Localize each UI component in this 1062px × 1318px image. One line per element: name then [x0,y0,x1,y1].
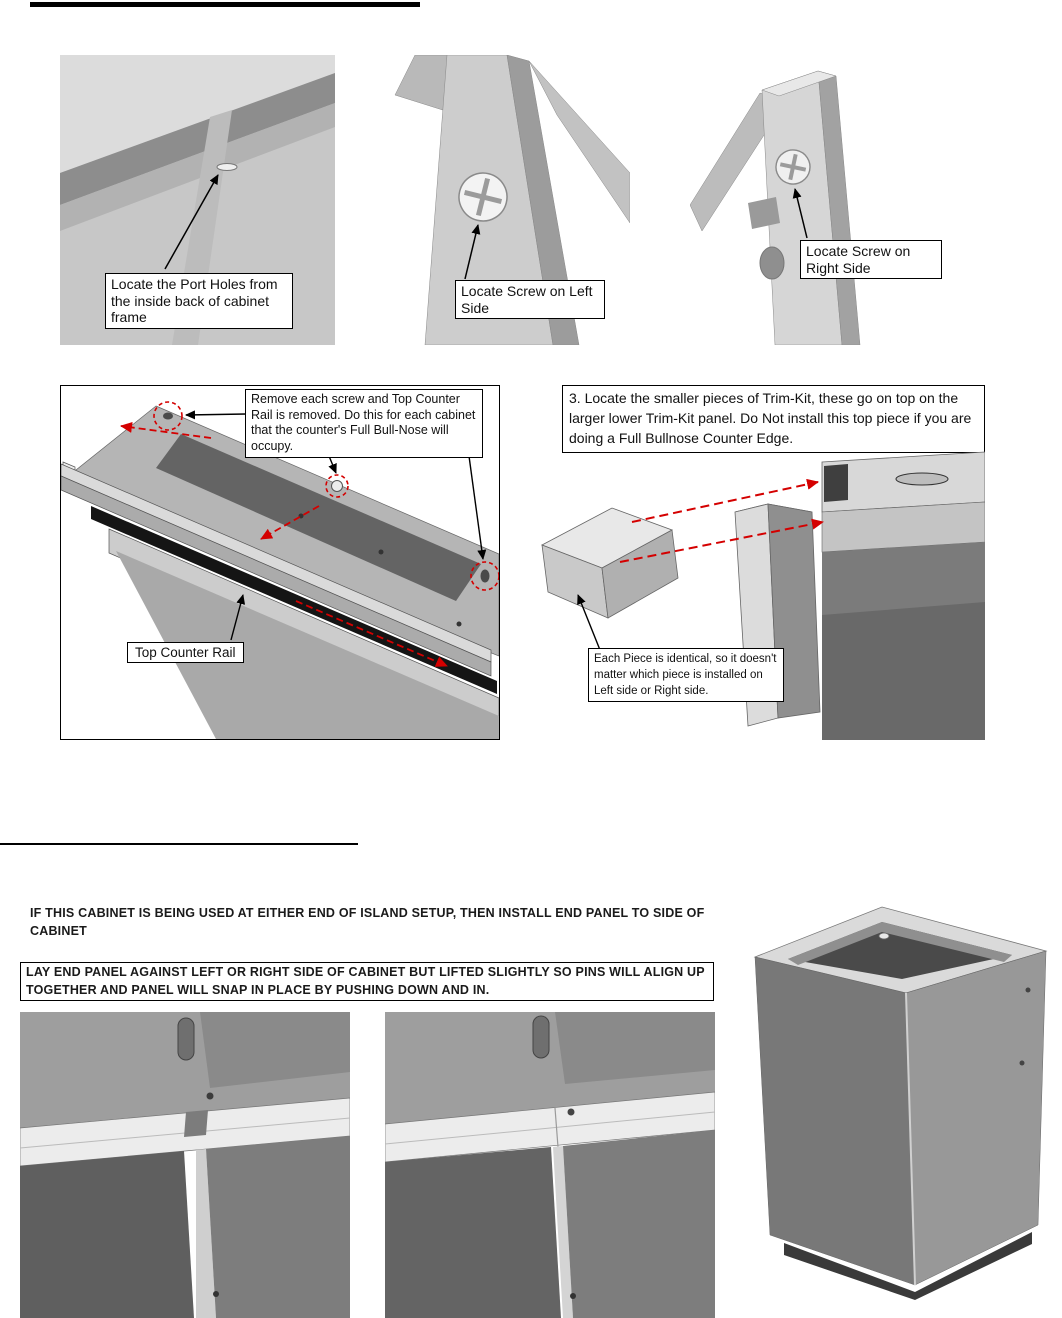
callout-port-holes-text: Locate the Port Holes from the inside ba… [111,276,278,326]
end-panel-intro-text: IF THIS CABINET IS BEING USED AT EITHER … [30,905,710,940]
figure-end-panel-step1 [20,1012,350,1318]
trim-piece-shape [541,507,679,619]
callout-identical-pieces: Each Piece is identical, so it doesn't m… [588,648,784,703]
top-rail-band-shape [20,1097,350,1167]
pointer-arrow [792,188,808,239]
end-panel-instruction-box: LAY END PANEL AGAINST LEFT OR RIGHT SIDE… [20,962,714,1001]
callout-screw-left-text: Locate Screw on Left Side [461,283,593,316]
screw-hole [480,569,490,583]
screw-head [458,172,508,222]
pointer-arrow [577,594,601,651]
figure-port-holes: Locate the Port Holes from the inside ba… [60,55,335,345]
callout-remove-screws: Remove each screw and Top Counter Rail i… [245,389,483,458]
cabinet-overview-illustration [753,906,1048,1300]
cabinet-front-edge-shape [108,528,499,739]
red-dashed-arrows [120,422,448,667]
callout-remove-screws-text: Remove each screw and Top Counter Rail i… [251,392,476,453]
top-section-divider [30,2,420,7]
top-counter-rail-shape [61,461,492,677]
pin-hole [1025,987,1031,993]
keyhole-slot [532,1015,550,1059]
keyhole-slot [177,1017,195,1061]
end-panel-step2-illustration [385,1012,715,1318]
figure-counter-rail: Remove each screw and Top Counter Rail i… [60,385,500,740]
step-3-text: 3. Locate the smaller pieces of Trim-Kit… [569,390,972,446]
top-counter-rail-label-text: Top Counter Rail [135,645,236,660]
oval-hole [759,246,785,280]
cabinet-3d-shape [753,906,1048,1300]
rail-seam-notch [184,1110,208,1137]
pin-hole [206,1092,214,1100]
cabinet-corner-shape [821,451,985,740]
pointer-arrow [164,174,219,270]
figure-screw-left: Locate Screw on Left Side [355,55,630,345]
pin-hole [1019,1060,1025,1066]
front-edge-highlight [905,992,916,1286]
callout-screw-right-text: Locate Screw on Right Side [806,243,911,276]
end-panel-step1-illustration [20,1012,350,1318]
end-panel-instruction-text: LAY END PANEL AGAINST LEFT OR RIGHT SIDE… [26,965,705,997]
screw-hole [163,412,173,420]
top-counter-rail-label: Top Counter Rail [127,642,244,663]
pin-hole [567,1108,575,1116]
cabinet-interior-shape [20,1012,350,1128]
cabinet-corner-post-shape [690,55,965,345]
cabinet-interior-shape [385,1012,715,1124]
pointer-arrows [185,410,487,641]
screw-right-illustration [690,55,965,345]
callout-screw-left: Locate Screw on Left Side [455,280,605,320]
figure-trim-kit: 3. Locate the smaller pieces of Trim-Kit… [520,385,985,740]
figure-end-panel-step2 [385,1012,715,1318]
screw-head [775,149,811,185]
pin-hole [878,932,890,940]
figure-cabinet-overview [740,905,1050,1300]
panel-edge-highlight [553,1146,573,1318]
callout-identical-pieces-text: Each Piece is identical, so it doesn't m… [594,653,777,698]
red-dashed-arrows [619,478,824,563]
panel-and-cabinet-sides-shape [385,1130,715,1318]
panel-and-cabinet-sides-shape [20,1136,350,1318]
port-hole-slot [216,163,238,171]
pointer-arrow [464,224,481,280]
trim-slot [895,472,949,486]
plinth-shape [784,1232,1032,1300]
end-panel-section-divider [0,843,358,845]
screw-head [331,480,343,492]
cabinet-top-shape [61,405,499,657]
callout-screw-right: Locate Screw on Right Side [800,240,942,280]
pin-hole [570,1293,576,1299]
counter-rail-illustration [61,401,499,739]
pin-hole [213,1291,219,1297]
callout-port-holes: Locate the Port Holes from the inside ba… [105,273,293,329]
rail-gap-shadow [91,506,497,694]
figure-screw-right: Locate Screw on Right Side [690,55,965,345]
end-panel-intro-text-content: IF THIS CABINET IS BEING USED AT EITHER … [30,906,705,938]
step-3-text-box: 3. Locate the smaller pieces of Trim-Kit… [562,385,985,453]
red-dashed-circles [153,401,499,591]
panel-edge-highlight [196,1149,216,1318]
